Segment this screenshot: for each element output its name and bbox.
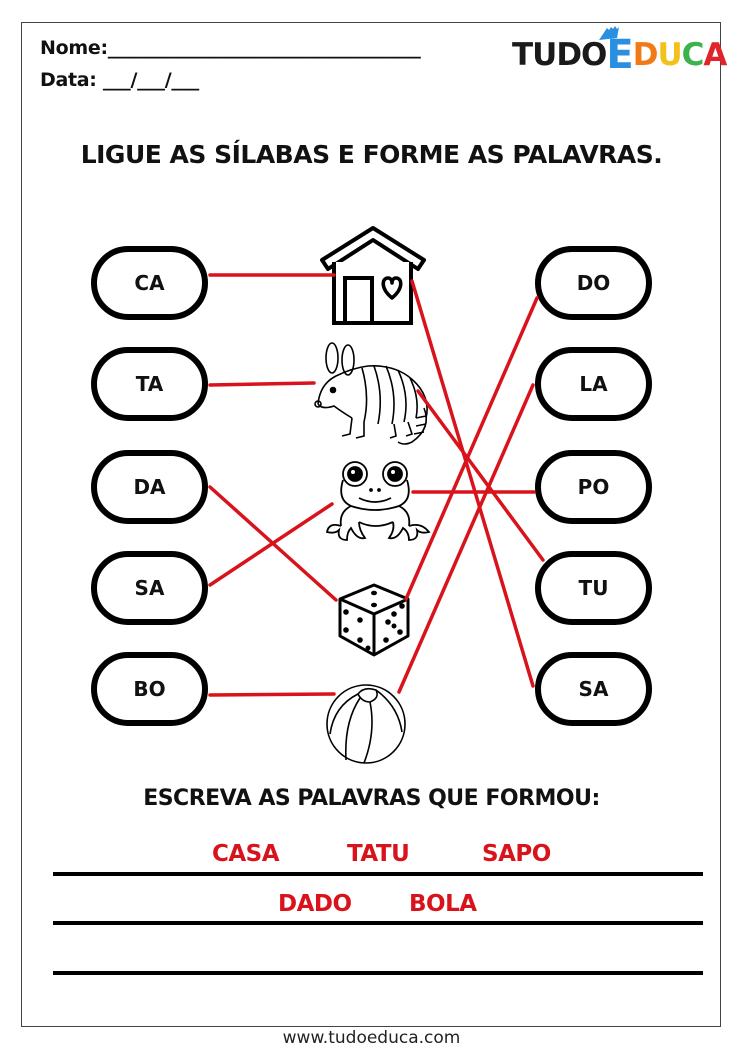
left-syllable-pill[interactable]: SA: [91, 551, 208, 625]
page-title: LIGUE AS SÍLABAS E FORME AS PALAVRAS.: [80, 140, 663, 169]
page-border: [21, 22, 721, 1027]
left-syllable-pill[interactable]: CA: [91, 246, 208, 320]
line-sa-frog: [208, 502, 334, 587]
answer-word: CASA: [212, 841, 280, 867]
book-icon: [599, 26, 619, 40]
logo-text-tudo: TUDO: [512, 37, 607, 73]
dice-icon: [338, 583, 410, 657]
answer-word: BOLA: [409, 891, 477, 917]
answer-word: DADO: [278, 891, 352, 917]
left-syllable-pill[interactable]: DA: [91, 450, 208, 524]
date-field-label: Data: ___/___/___: [40, 69, 199, 91]
logo-text-u: U: [657, 37, 682, 73]
armadillo-icon: [314, 342, 428, 445]
writing-line-1[interactable]: [53, 872, 703, 876]
writing-line-2[interactable]: [53, 921, 703, 925]
line-armadillo-tu: [416, 389, 545, 562]
footer-website: www.tudoeduca.com: [282, 1028, 461, 1048]
tudoeduca-logo: TUDOEDUCA: [512, 30, 727, 78]
answer-word: TATU: [347, 841, 410, 867]
name-field-label: Nome:__________________________________: [40, 37, 421, 59]
line-house-sa: [410, 279, 535, 688]
right-syllable-pill[interactable]: LA: [535, 347, 652, 421]
right-syllable-pill[interactable]: PO: [535, 450, 652, 524]
writing-line-3[interactable]: [53, 971, 703, 975]
line-ball-la: [397, 383, 535, 694]
line-ta-armadillo: [208, 381, 316, 387]
line-dice-do: [404, 296, 539, 601]
write-words-instruction: ESCREVA AS PALAVRAS QUE FORMOU:: [143, 786, 600, 811]
house-icon: [320, 226, 426, 325]
right-syllable-pill[interactable]: DO: [535, 246, 652, 320]
ball-icon: [326, 684, 406, 764]
logo-text-d: D: [632, 37, 659, 73]
frog-icon: [325, 461, 431, 541]
right-syllable-pill[interactable]: TU: [535, 551, 652, 625]
logo-text-e: E: [606, 32, 633, 78]
left-syllable-pill[interactable]: BO: [91, 652, 208, 726]
answer-word: SAPO: [482, 841, 551, 867]
right-syllable-pill[interactable]: SA: [535, 652, 652, 726]
logo-text-a: A: [703, 37, 727, 73]
line-bo-ball: [208, 692, 336, 697]
left-syllable-pill[interactable]: TA: [91, 347, 208, 421]
logo-text-c: C: [681, 37, 705, 73]
